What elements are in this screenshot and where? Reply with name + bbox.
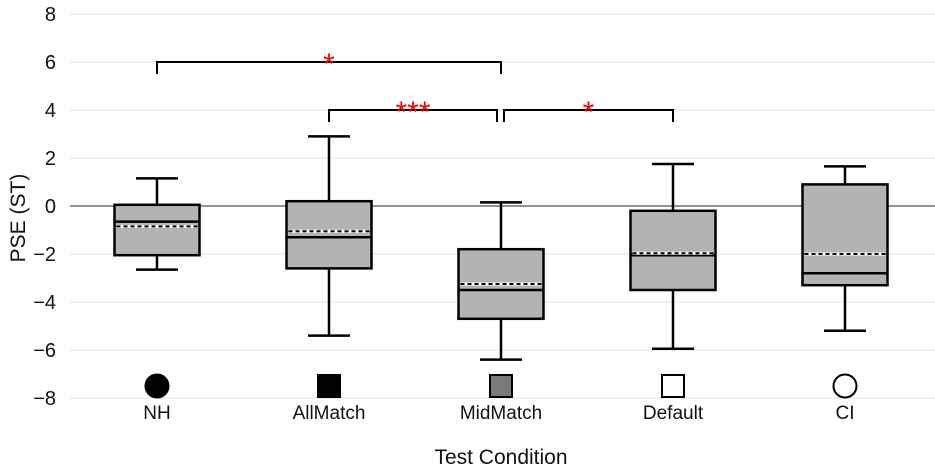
- x-tick-label: MidMatch: [460, 403, 542, 424]
- y-tick-label: 2: [45, 148, 56, 170]
- significance-bracket: [503, 109, 674, 122]
- x-tick-label: Default: [643, 403, 704, 424]
- y-tick-label: −8: [33, 388, 56, 410]
- y-tick-label: 4: [45, 100, 56, 122]
- y-tick-label: 6: [45, 52, 56, 74]
- x-tick-label: NH: [143, 403, 170, 424]
- y-tick-label: 0: [45, 196, 56, 218]
- x-tick-label: AllMatch: [293, 403, 366, 424]
- box: [113, 203, 201, 257]
- y-axis-label: PSE (ST): [7, 174, 30, 263]
- marker-circle-icon: [832, 373, 858, 399]
- x-axis-label: Test Condition: [434, 446, 567, 469]
- significance-label: ***: [395, 96, 430, 129]
- marker-circle-icon: [144, 373, 170, 399]
- box: [801, 183, 889, 287]
- marker-square-icon: [317, 374, 341, 398]
- significance-label: *: [583, 96, 595, 129]
- marker-square-icon: [661, 374, 685, 398]
- significance-label: *: [323, 48, 335, 81]
- significance-bracket: [156, 61, 502, 74]
- y-tick-label: −2: [33, 244, 56, 266]
- significance-bracket: [328, 109, 498, 122]
- box: [629, 209, 717, 292]
- y-tick-label: −6: [33, 340, 56, 362]
- x-tick-label: CI: [836, 403, 855, 424]
- y-tick-label: −4: [33, 292, 56, 314]
- box: [285, 199, 373, 270]
- y-tick-label: 8: [45, 4, 56, 26]
- marker-square-icon: [489, 374, 513, 398]
